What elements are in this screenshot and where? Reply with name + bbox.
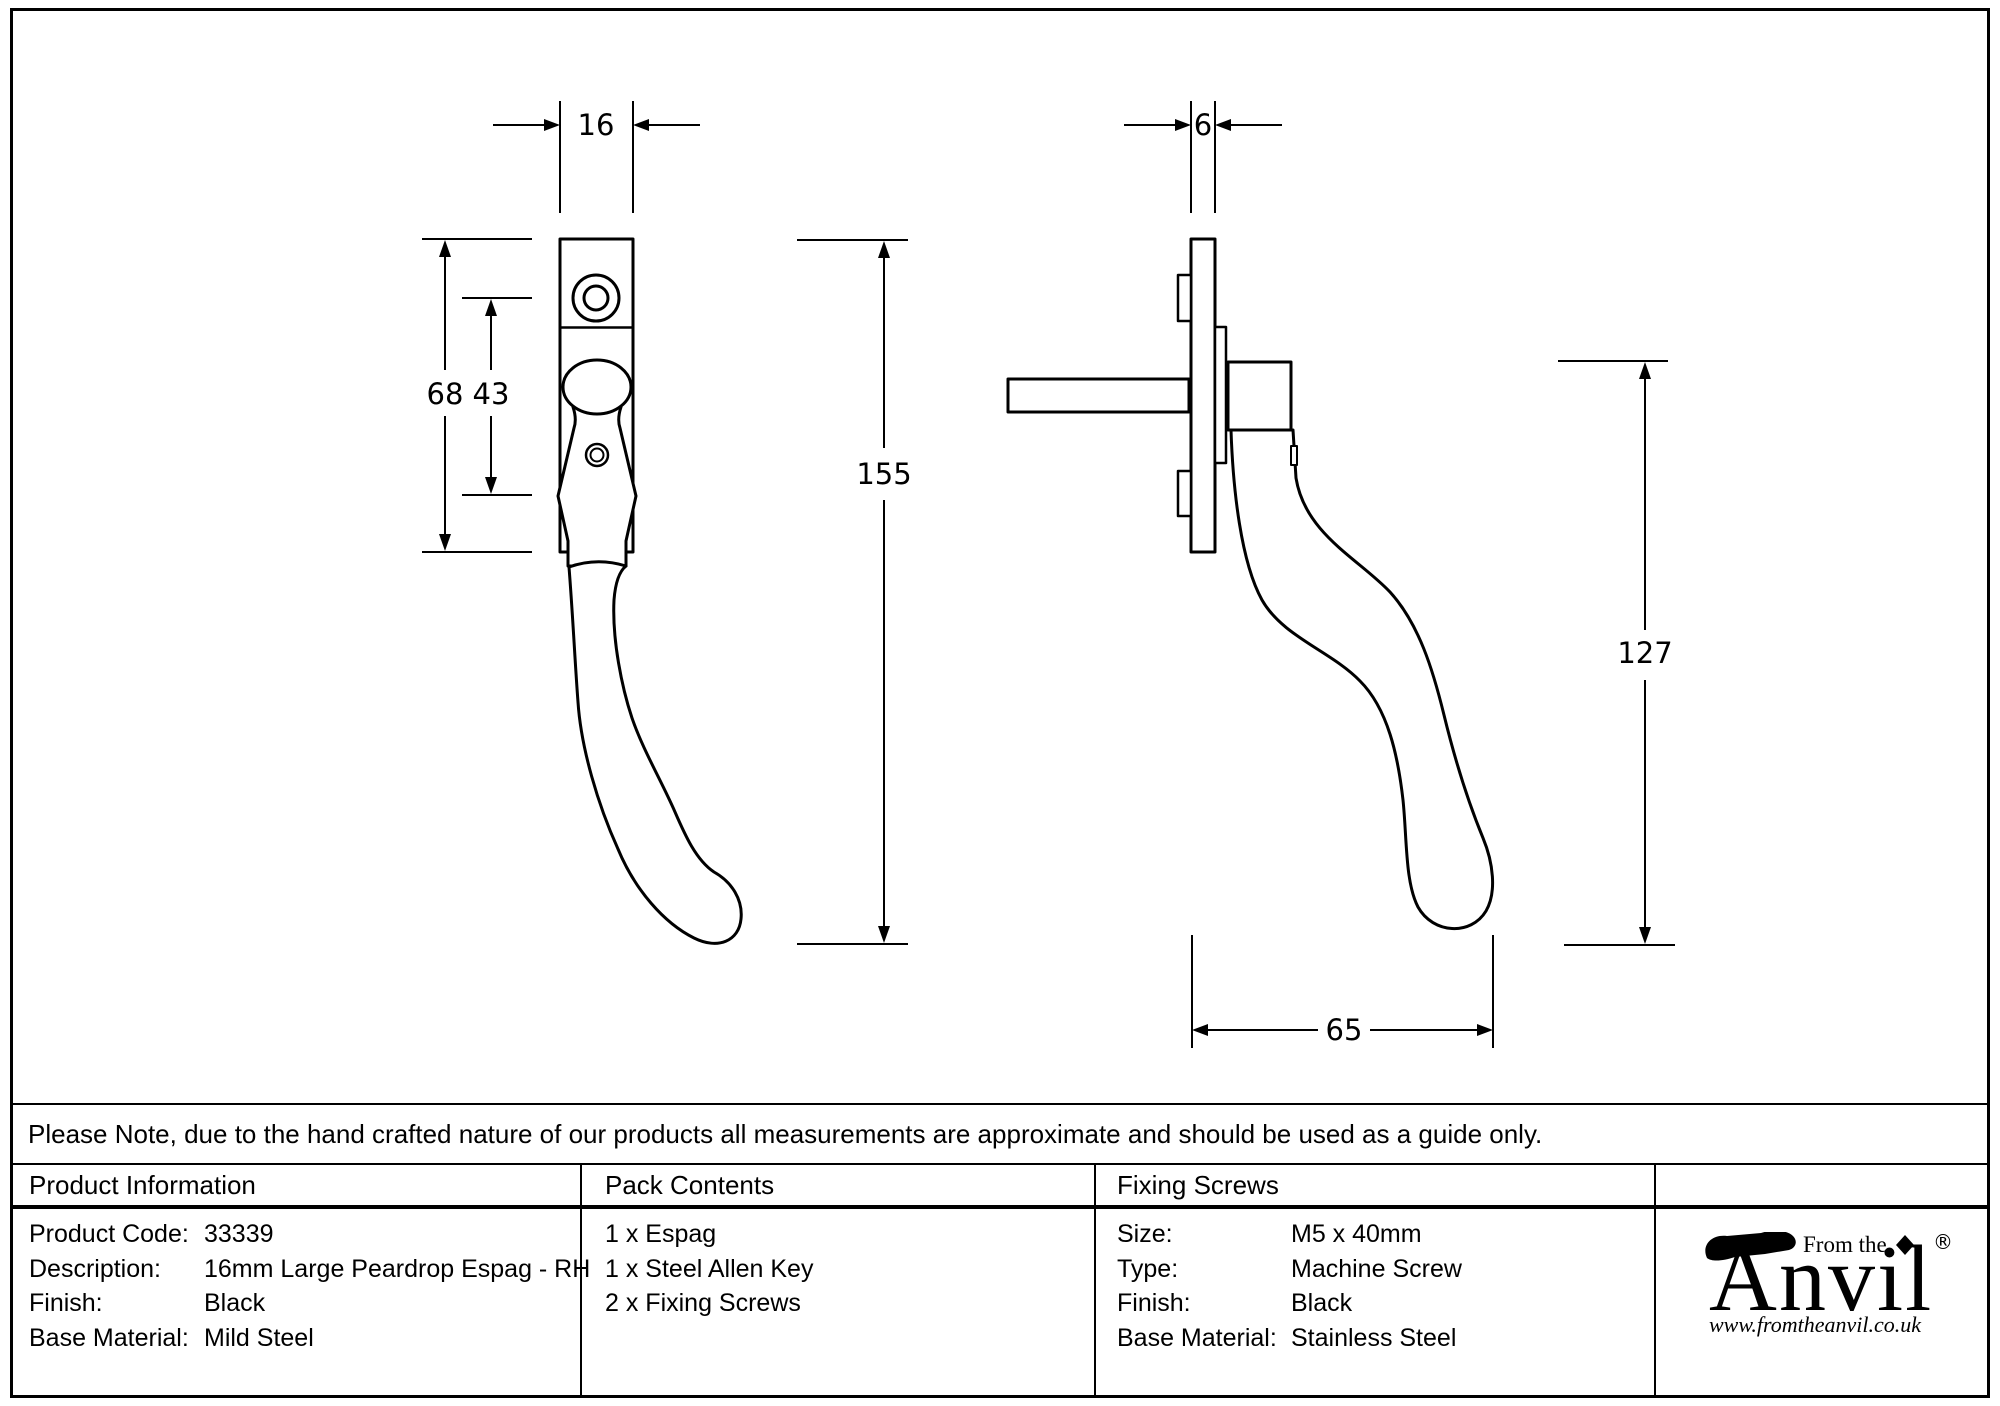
from-the-label: From the [1803, 1232, 1887, 1257]
dim-label-127: 127 [1617, 636, 1672, 670]
product-information-header: Product Information [29, 1170, 256, 1200]
product-information-body: Product Code: 33339 Description: 16mm La… [29, 1217, 590, 1355]
row-value: Machine Screw [1291, 1254, 1462, 1283]
table-row: Description: 16mm Large Peardrop Espag -… [29, 1252, 590, 1287]
side-pear-handle [1229, 428, 1495, 930]
table-row: Type: Machine Screw [1117, 1252, 1462, 1287]
brand-logo: A nvil From the ® www.fromtheanvil.co.uk [1703, 1227, 1953, 1340]
side-boss [1213, 325, 1228, 465]
row-label: Base Material: [29, 1323, 189, 1352]
front-pear-handle [567, 560, 743, 945]
table-row: Base Material: Mild Steel [29, 1321, 590, 1356]
note-bar: Please Note, due to the hand crafted nat… [13, 1103, 1987, 1165]
row-value: M5 x 40mm [1291, 1220, 1422, 1248]
pack-contents-body: 1 x Espag 1 x Steel Allen Key 2 x Fixing… [605, 1217, 813, 1321]
dimension-65: 65 [1191, 935, 1494, 1048]
header-underline [13, 1205, 1987, 1209]
row-value: Black [1291, 1289, 1353, 1317]
front-grub-screw-outer [584, 442, 610, 468]
side-bottom-lug [1176, 469, 1193, 518]
anvil-icon [1705, 1230, 1796, 1261]
row-label: Type: [1117, 1254, 1179, 1283]
list-item: 2 x Fixing Screws [605, 1289, 801, 1317]
technical-drawing: 16 68 43 [422, 101, 1675, 1048]
dim-label-65: 65 [1326, 1013, 1363, 1047]
row-value: Black [204, 1289, 266, 1317]
pack-contents-header: Pack Contents [605, 1170, 775, 1200]
diamond-icon [1896, 1235, 1914, 1255]
list-item: 1 x Espag [605, 1220, 717, 1248]
column-divider-3 [1654, 1163, 1656, 1395]
fixing-screws-body: Size: M5 x 40mm Type: Machine Screw Fini… [1117, 1217, 1462, 1355]
table-row: Finish: Black [29, 1286, 590, 1321]
side-top-lug [1176, 273, 1193, 323]
side-plate [1189, 237, 1217, 554]
dim-label-6: 6 [1194, 108, 1212, 142]
spec-sheet-page: 16 68 43 [10, 8, 1990, 1398]
dimension-68: 68 [422, 238, 532, 553]
row-value: 16mm Large Peardrop Espag - RH [204, 1254, 591, 1283]
column-divider-2 [1094, 1163, 1096, 1395]
side-spindle [1006, 377, 1191, 414]
table-row: Finish: Black [1117, 1286, 1462, 1321]
dimension-155: 155 [797, 239, 912, 945]
side-hub-notch [1290, 445, 1298, 466]
row-value: 33339 [204, 1220, 274, 1248]
table-row: Size: M5 x 40mm [1117, 1217, 1462, 1252]
row-label: Finish: [29, 1289, 103, 1317]
dim-label-16: 16 [578, 108, 615, 142]
column-divider-1 [580, 1163, 582, 1395]
dimension-6: 6 [1124, 101, 1282, 213]
dim-label-68: 68 [427, 377, 464, 411]
table-row: Product Code: 33339 [29, 1217, 590, 1252]
row-label: Size: [1117, 1220, 1173, 1248]
brand-url: www.fromtheanvil.co.uk [1709, 1312, 1922, 1337]
row-label: Product Code: [29, 1220, 189, 1248]
note-text: Please Note, due to the hand crafted nat… [28, 1118, 1543, 1149]
list-item: 1 x Steel Allen Key [605, 1254, 814, 1283]
dimension-43: 43 [462, 297, 532, 496]
side-view [1006, 237, 1495, 930]
front-top-screw-inner [582, 284, 610, 312]
front-keyhole-circle [561, 358, 633, 416]
dim-label-43: 43 [473, 377, 510, 411]
front-view [556, 237, 743, 945]
row-value: Mild Steel [204, 1323, 314, 1352]
row-label: Description: [29, 1254, 161, 1283]
dim-label-155: 155 [856, 457, 911, 491]
row-label: Finish: [1117, 1289, 1191, 1317]
row-label: Base Material: [1117, 1323, 1277, 1352]
row-value: Stainless Steel [1291, 1323, 1457, 1352]
dimension-127: 127 [1558, 360, 1675, 946]
front-grub-screw-inner [589, 447, 605, 463]
front-top-screw-outer [571, 273, 621, 323]
fixing-screws-header: Fixing Screws [1117, 1170, 1279, 1200]
registered-mark: ® [1933, 1232, 1953, 1254]
dimension-16: 16 [493, 101, 700, 213]
table-row: Base Material: Stainless Steel [1117, 1321, 1462, 1356]
side-hub [1226, 360, 1293, 432]
